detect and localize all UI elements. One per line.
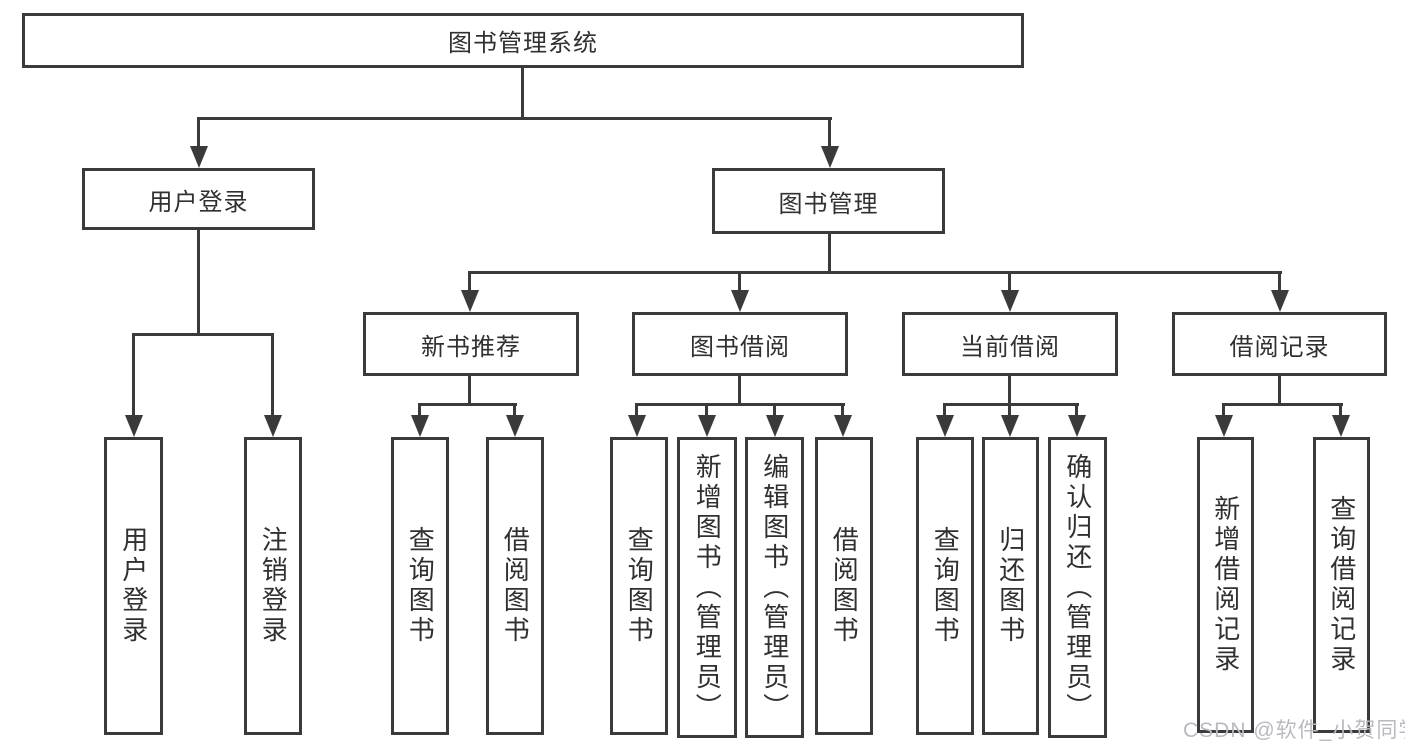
connector-vline [1008, 271, 1011, 293]
arrowhead-down [1332, 415, 1350, 437]
arrowhead-down [1001, 290, 1019, 312]
connector-vline [1075, 403, 1078, 419]
arrowhead-down [834, 415, 852, 437]
connector-vline [1278, 376, 1281, 406]
arrowhead-down [731, 290, 749, 312]
connector-vline [521, 68, 524, 118]
connector-vline [418, 403, 421, 419]
arrowhead-down [698, 415, 716, 437]
leaf-label: 新增借阅记录 [1210, 495, 1241, 675]
connector-hline [943, 403, 1079, 406]
leaf-borrow-books: 借阅图书 [486, 437, 544, 735]
connector-hline [1222, 403, 1343, 406]
group-current-borrow: 当前借阅 [902, 312, 1118, 376]
arrowhead-down [821, 146, 839, 168]
connector-hline [468, 271, 1282, 274]
connector-hline [132, 333, 274, 336]
group-label: 当前借阅 [960, 333, 1060, 361]
leaf-query-books: 查询图书 [391, 437, 449, 735]
leaf-add-borrow-record: 新增借阅记录 [1197, 437, 1254, 733]
group-label: 图书借阅 [690, 333, 790, 361]
root-node-label: 图书管理系统 [448, 30, 598, 57]
connector-vline [1008, 403, 1011, 419]
leaf-label: 查询借阅记录 [1326, 495, 1357, 675]
leaf-query-books: 查询图书 [610, 437, 668, 735]
arrowhead-down [1271, 290, 1289, 312]
connector-vline [841, 403, 844, 419]
leaf-label: 归还图书 [995, 526, 1026, 646]
connector-vline [1278, 271, 1281, 293]
branch-user-login: 用户登录 [82, 168, 315, 230]
leaf-label: 用户登录 [118, 526, 149, 646]
leaf-label: 新增图书（管理员） [692, 452, 723, 723]
connector-vline [1008, 376, 1011, 406]
leaf-confirm-return-admin: 确认归还（管理员） [1048, 437, 1107, 738]
arrowhead-down [1068, 415, 1086, 437]
watermark: CSDN @软件_小贺同学 [1183, 719, 1405, 742]
connector-vline [773, 403, 776, 419]
leaf-label: 查询图书 [405, 526, 436, 646]
connector-vline [513, 403, 516, 419]
leaf-edit-books-admin: 编辑图书（管理员） [745, 437, 804, 738]
leaf-label: 借阅图书 [829, 526, 860, 646]
connector-vline [943, 403, 946, 419]
connector-hline [418, 403, 517, 406]
group-label: 新书推荐 [421, 333, 521, 361]
group-new-book-recommend: 新书推荐 [363, 312, 579, 376]
connector-vline [197, 117, 200, 149]
arrowhead-down [936, 415, 954, 437]
arrowhead-down [766, 415, 784, 437]
leaf-return-books: 归还图书 [982, 437, 1039, 735]
leaf-query-books: 查询图书 [916, 437, 974, 735]
connector-hline [635, 403, 845, 406]
arrowhead-down [628, 415, 646, 437]
leaf-label: 查询图书 [624, 526, 655, 646]
leaf-logout: 注销登录 [244, 437, 302, 735]
connector-vline [468, 271, 471, 293]
arrowhead-down [506, 415, 524, 437]
root-node: 图书管理系统 [22, 13, 1024, 68]
leaf-user-login: 用户登录 [104, 437, 163, 735]
group-book-borrow: 图书借阅 [632, 312, 848, 376]
connector-vline [828, 117, 831, 149]
arrowhead-down [1215, 415, 1233, 437]
arrowhead-down [264, 415, 282, 437]
arrowhead-down [125, 415, 143, 437]
group-label: 借阅记录 [1229, 333, 1330, 361]
group-borrow-records: 借阅记录 [1172, 312, 1387, 376]
connector-vline [271, 333, 274, 418]
leaf-label: 注销登录 [258, 526, 289, 646]
connector-vline [738, 376, 741, 406]
leaf-add-books-admin: 新增图书（管理员） [677, 437, 737, 738]
arrowhead-down [461, 290, 479, 312]
connector-vline [468, 376, 471, 406]
arrowhead-down [411, 415, 429, 437]
branch-book-management-label: 图书管理 [778, 190, 879, 218]
leaf-label: 查询图书 [930, 526, 961, 646]
leaf-label: 确认归还（管理员） [1062, 452, 1093, 723]
connector-vline [1222, 403, 1225, 419]
leaf-borrow-books: 借阅图书 [815, 437, 873, 735]
connector-vline [738, 271, 741, 293]
leaf-query-borrow-record: 查询借阅记录 [1313, 437, 1370, 733]
branch-user-login-label: 用户登录 [148, 188, 249, 216]
connector-vline [197, 230, 200, 336]
connector-vline [635, 403, 638, 419]
leaf-label: 借阅图书 [500, 526, 531, 646]
connector-vline [1339, 403, 1342, 419]
branch-book-management: 图书管理 [712, 168, 945, 234]
arrowhead-down [190, 146, 208, 168]
connector-vline [705, 403, 708, 419]
arrowhead-down [1001, 415, 1019, 437]
leaf-label: 编辑图书（管理员） [759, 452, 790, 723]
connector-vline [828, 234, 831, 274]
connector-vline [132, 333, 135, 418]
connector-hline [197, 117, 832, 120]
